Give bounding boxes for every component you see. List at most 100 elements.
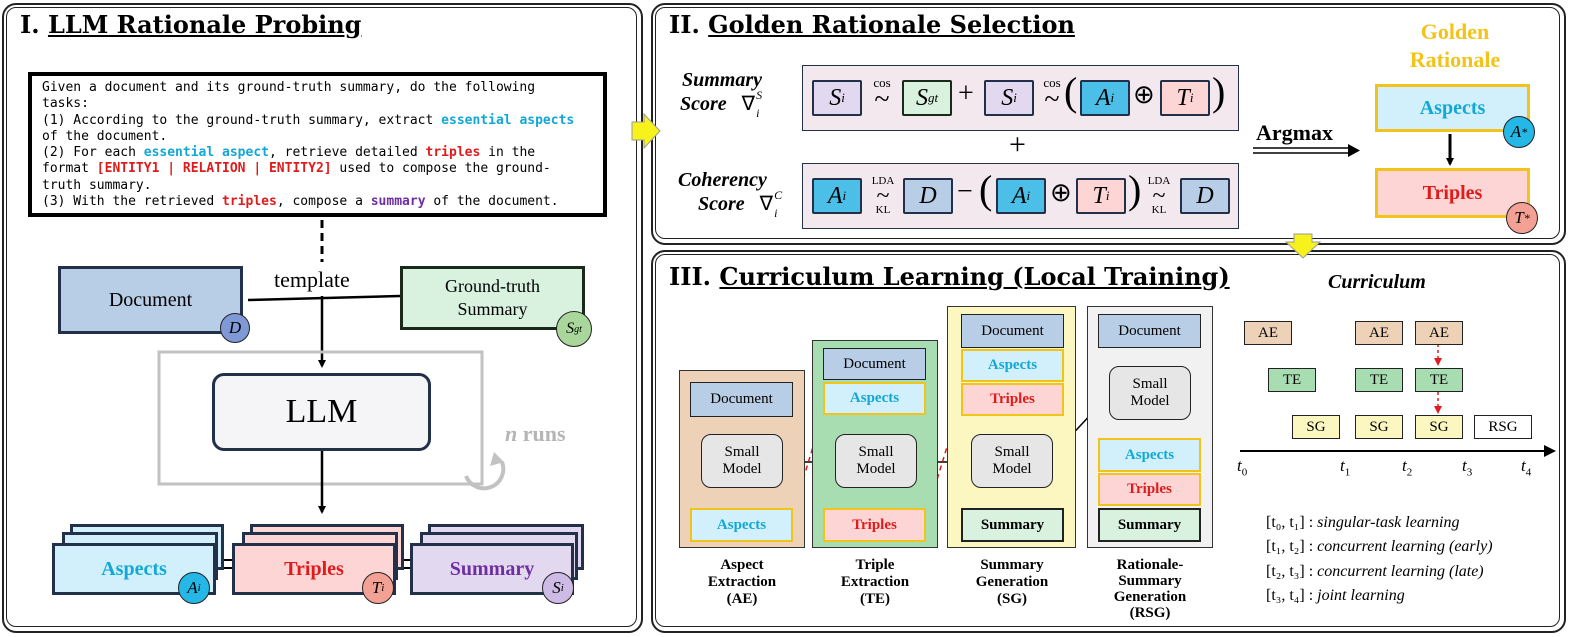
document-var: D (228, 318, 242, 337)
f2-S: S (915, 84, 928, 111)
prompt-line: (2) For each essential aspect, retrieve … (42, 145, 593, 161)
summary-score-word2: Score (680, 93, 727, 115)
cur-sg-1-label: SG (1306, 418, 1326, 435)
prompt-text: , retrieve detailed (268, 145, 426, 161)
runs-n: n (505, 421, 518, 446)
formula-tilde-cos-2: cos ~ (1038, 75, 1066, 114)
golden-triples-label: Triples (1422, 181, 1483, 204)
sg-triples-label: Triples (990, 391, 1035, 407)
curriculum-legend-3: [t₃, t₄] : joint learning (1266, 587, 1405, 604)
panel-llm-rationale-probing-inner (6, 7, 637, 627)
llm-label: LLM (285, 393, 358, 430)
summary-nabla: ∇ (741, 93, 756, 115)
te-aspects: Aspects (823, 382, 926, 415)
f6-A: A (827, 182, 843, 209)
cur-sg-2-label: SG (1369, 418, 1389, 435)
f2-sub: gt (927, 90, 939, 105)
prompt-text: (1) According to the ground-truth summar… (42, 112, 442, 128)
rsg-l1: Rationale- (1116, 557, 1184, 573)
rsg-aspects: Aspects (1098, 438, 1201, 472)
sg-l3: (SG) (997, 591, 1027, 607)
golden-aspects-label: Aspects (1419, 96, 1486, 119)
ae-l2: Extraction (707, 574, 777, 590)
prompt-text: used to compose the ground- (331, 161, 551, 177)
sg-aspects: Aspects (961, 349, 1064, 382)
cur-ae-1-label: AE (1258, 324, 1278, 341)
prompt-keyword: summary (370, 194, 426, 210)
coherency-score-word1: Coherency (678, 169, 767, 191)
stage-label-rsg: Rationale- Summary Generation (RSG) (1094, 557, 1206, 621)
legend-2-range: [t₂, t₃] (1266, 563, 1305, 580)
llm-box: LLM (212, 373, 431, 451)
section3-number: III. (669, 262, 712, 291)
curriculum-title: Curriculum (1328, 271, 1426, 293)
cur-rsg-label: RSG (1488, 418, 1518, 435)
cur-sg-1: SG (1292, 415, 1340, 439)
coherency-score-word2: Score (698, 193, 745, 215)
summary-label: Summary (449, 557, 535, 580)
rsg-summary-label: Summary (1117, 516, 1182, 533)
sg-sm-2: Model (992, 461, 1032, 477)
sg-document: Document (961, 314, 1064, 348)
summary-score-word1: Summary (682, 69, 763, 91)
golden-word2: Rationale (1409, 47, 1501, 72)
document-box: Document (58, 266, 243, 334)
prompt-text: , compose a (276, 194, 371, 210)
f10-D: D (1196, 182, 1214, 209)
t1-sub: 1 (1344, 466, 1351, 479)
f7-D: D (919, 182, 937, 209)
sg-triples: Triples (961, 383, 1064, 416)
cur-sg-3-label: SG (1429, 418, 1449, 435)
ae-small-model: Small Model (701, 434, 783, 488)
aspects-stack-front: Aspects (52, 543, 216, 595)
cur-sg-2: SG (1355, 415, 1403, 439)
stage-label-ae: Aspect Extraction (AE) (690, 557, 794, 608)
f9-T: T (1092, 182, 1106, 209)
t2-t: t (1402, 456, 1407, 475)
panel-curriculum-learning-inner (655, 254, 1560, 627)
section2-title: II. Golden Rationale Selection (669, 10, 1075, 39)
f4-sub: i (1110, 90, 1115, 105)
rsg-triples: Triples (1098, 473, 1201, 506)
formula-plus-1: + (958, 78, 974, 109)
legend-3-range: [t₃, t₄] (1266, 587, 1305, 604)
te-triples: Triples (823, 508, 926, 542)
prompt-text: of the document. (425, 194, 559, 210)
te-document: Document (823, 348, 926, 380)
tick-t2: t2 (1402, 456, 1412, 478)
gt-summary-line1: Ground-truth (445, 276, 540, 296)
sg-l2: Generation (975, 574, 1049, 590)
prompt-keyword: triples (222, 194, 277, 210)
section1-title-text: LLM Rationale Probing (47, 10, 362, 39)
golden-word1: Golden (1420, 19, 1490, 44)
triples-var-sub: i (381, 582, 385, 594)
aspects-label: Aspects (101, 557, 167, 580)
ae-aspects-label: Aspects (716, 516, 767, 533)
ae-sm-2: Model (722, 461, 762, 477)
cur-ae-2-label: AE (1369, 324, 1389, 341)
prompt-text: Given a document and its ground-truth su… (42, 80, 536, 95)
prompt-line: Given a document and its ground-truth su… (42, 80, 593, 96)
tilde-1: ~ (874, 84, 890, 115)
f5-T: T (1176, 84, 1190, 111)
coherency-nabla: ∇ (759, 193, 774, 215)
t3-sub: 3 (1466, 466, 1473, 479)
legend-3-desc: joint learning (1317, 587, 1405, 604)
ground-truth-summary-box: Ground-truth Summary (400, 266, 585, 330)
legend-0-desc: singular-task learning (1317, 514, 1460, 531)
ae-l1: Aspect (720, 557, 764, 573)
section1-title: I. LLM Rationale Probing (20, 10, 361, 39)
formula-lparen-2: ( (979, 167, 993, 212)
rsg-sm-2: Model (1130, 393, 1170, 409)
aspects-var-sub: i (197, 582, 201, 594)
formula-lparen-1: ( (1064, 69, 1078, 114)
document-var-circle: D (220, 313, 250, 343)
te-aspects-label: Aspects (849, 390, 900, 406)
ae-document: Document (690, 382, 793, 417)
